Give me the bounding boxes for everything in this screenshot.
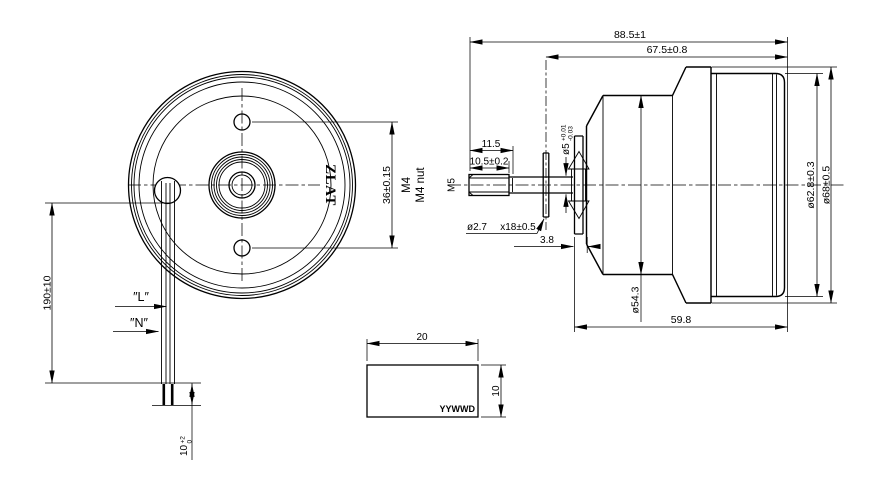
wire-labels: ″L″ ″N″ bbox=[113, 290, 168, 335]
dimension-text-group: ø5 +0.01 -0.03 bbox=[561, 124, 575, 155]
outer-rim-circle bbox=[127, 70, 357, 300]
pin-diameter-text: ø2.7 bbox=[467, 222, 487, 233]
dimension-text: 11.5 bbox=[482, 139, 501, 150]
inner-body-circle bbox=[152, 95, 332, 275]
rim-circle-3 bbox=[133, 76, 351, 294]
brand-logo: ZLAT bbox=[322, 164, 338, 206]
shaft-boss-circle bbox=[228, 171, 256, 199]
hub-ring-2 bbox=[211, 154, 273, 216]
front-cylinder bbox=[603, 94, 673, 276]
live-wire-label: ″L″ bbox=[133, 290, 149, 304]
shaft-circle bbox=[231, 174, 253, 196]
leader-line bbox=[536, 218, 545, 234]
dimension-shaft-extension: 11.5 bbox=[469, 139, 514, 174]
shaft-bushing bbox=[571, 168, 586, 202]
threaded-section bbox=[468, 173, 510, 197]
label-view: YYWWD 20 10 bbox=[366, 332, 506, 418]
dimension-text: 10 bbox=[491, 385, 502, 397]
dimension-label-width: 20 bbox=[366, 332, 479, 361]
front-view: ZLAT 36±0.15 M4 M4 nut 190±10 ″L″ ″N″ bbox=[42, 70, 427, 460]
dimension-body-length: 59.8 bbox=[573, 237, 789, 332]
dimension-text: 59.8 bbox=[671, 314, 692, 326]
shaft bbox=[468, 173, 573, 197]
dimension-text: 3.8 bbox=[540, 235, 554, 246]
dimension-text-group: 10 +2 0 bbox=[179, 436, 194, 456]
dimension-text: ø62.8±0.3 bbox=[805, 161, 817, 208]
dimension-hole-spacing: 36±0.15 M4 M4 nut bbox=[252, 121, 427, 249]
hole-nut-label: M4 nut bbox=[415, 167, 427, 203]
pin-outline bbox=[542, 152, 550, 218]
dimension-length-to-pin: 67.5±0.8 bbox=[545, 44, 789, 60]
center-hub bbox=[208, 151, 276, 219]
dimension-text: 88.5±1 bbox=[614, 29, 646, 41]
dimension-text: ø5 bbox=[561, 143, 572, 155]
rim-circle-2 bbox=[131, 74, 353, 296]
dimension-text: ø54.3 bbox=[630, 286, 642, 313]
hole-thread-label: M4 bbox=[401, 176, 413, 193]
dimension-body-diameter: ø62.8±0.3 bbox=[785, 72, 823, 298]
hub-ring-4 bbox=[216, 159, 268, 211]
cross-pin bbox=[542, 152, 550, 218]
dimension-text: 20 bbox=[416, 332, 428, 343]
hub-ring-1 bbox=[208, 151, 276, 219]
dimension-lead-length: 190±10 bbox=[42, 202, 201, 384]
mounting-hole-bottom bbox=[233, 239, 251, 257]
pin-length-text: x18±0.5 bbox=[500, 222, 536, 233]
rim-circle-4 bbox=[138, 81, 346, 289]
dimension-shaft-diameter: ø5 +0.01 -0.03 bbox=[561, 124, 575, 213]
step-taper bbox=[671, 66, 687, 304]
main-body bbox=[711, 72, 786, 298]
thread-chamfer bbox=[468, 174, 474, 196]
tolerance-lower: -0.03 bbox=[568, 126, 575, 141]
flange-plate bbox=[573, 135, 584, 235]
dimension-text: 36±0.15 bbox=[381, 166, 393, 204]
date-code-text: YYWWD bbox=[440, 404, 476, 414]
dimension-hub-offset: 3.8 bbox=[514, 235, 601, 253]
dimension-text: 67.5±0.8 bbox=[647, 44, 688, 56]
body-seams bbox=[716, 73, 777, 297]
dimension-text: 190±10 bbox=[42, 275, 54, 310]
wire-grommet bbox=[153, 176, 182, 205]
hub-ring-3 bbox=[213, 156, 271, 214]
tolerance-upper: +2 bbox=[180, 436, 187, 444]
extension-lines bbox=[711, 66, 837, 304]
mounting-holes bbox=[233, 113, 251, 257]
motor-housing bbox=[585, 66, 786, 304]
shaft-thread-label: M5 bbox=[447, 178, 458, 192]
callout-cross-pin: ø2.7 x18±0.5 bbox=[466, 218, 545, 234]
dimension-text: ø68±0.5 bbox=[821, 166, 833, 205]
flange-ring bbox=[686, 66, 712, 304]
neutral-wire-label: ″N″ bbox=[130, 316, 148, 330]
dimension-front-diameter: ø54.3 bbox=[630, 94, 644, 322]
dimension-label-height: 10 bbox=[481, 364, 506, 418]
mounting-flange bbox=[567, 135, 590, 235]
dimension-text: 10.5±0.2 bbox=[470, 157, 509, 168]
mounting-hole-top bbox=[233, 113, 251, 131]
dimension-flange-diameter: ø68±0.5 bbox=[711, 66, 837, 304]
dimension-thread-length: 10.5±0.2 bbox=[469, 157, 510, 173]
dimension-strip-length: 10 +2 0 bbox=[152, 383, 201, 460]
motor-flange-circles bbox=[127, 70, 357, 300]
lead-wires bbox=[161, 181, 175, 405]
tolerance-lower: 0 bbox=[187, 440, 194, 444]
dimension-text: 10 bbox=[179, 444, 190, 456]
tolerance-upper: +0.01 bbox=[561, 124, 568, 141]
label-outline bbox=[366, 364, 479, 418]
hub-ring-5 bbox=[218, 161, 266, 209]
side-view: 88.5±1 67.5±0.8 11.5 10.5±0.2 M5 ø5 bbox=[447, 29, 846, 332]
